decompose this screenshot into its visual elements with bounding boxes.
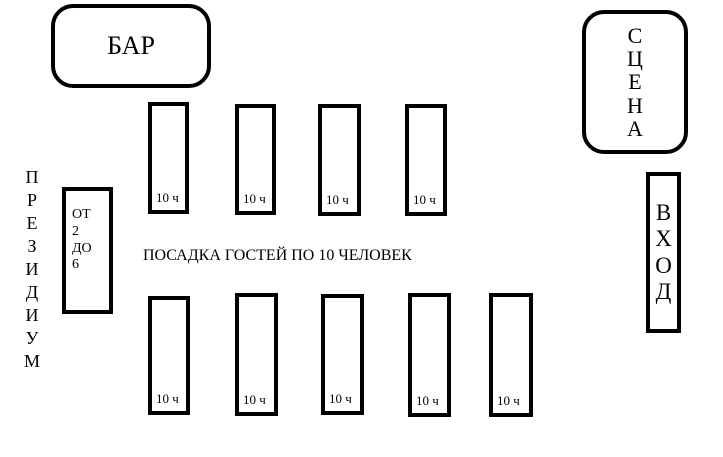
entrance-letter: Д <box>655 278 672 304</box>
stage-letter: Е <box>628 69 642 95</box>
seating-caption: ПОСАДКА ГОСТЕЙ ПО 10 ЧЕЛОВЕК <box>143 247 412 264</box>
presidium-table-line: ДО <box>72 240 92 256</box>
guest-table-bottom-1: 10 ч <box>148 296 190 415</box>
guest-table-top-3: 10 ч <box>318 104 361 216</box>
presidium-table: ОТ 2 ДО 6 <box>62 187 113 314</box>
table-capacity-label: 10 ч <box>326 192 349 207</box>
entrance-letter: О <box>655 252 672 278</box>
stage-area: С Ц Е Н А <box>582 10 688 154</box>
table-capacity-label: 10 ч <box>156 391 179 406</box>
guest-table-top-4: 10 ч <box>405 104 447 216</box>
table-capacity-label: 10 ч <box>329 391 352 406</box>
presidium-table-line: ОТ <box>72 207 91 222</box>
entrance-letter: В <box>655 199 672 225</box>
guest-table-bottom-2: 10 ч <box>235 293 278 416</box>
stage-letter: Н <box>627 92 643 118</box>
bar-area: БАР <box>51 4 211 88</box>
presidium-letter: И <box>25 305 39 325</box>
table-capacity-label: 10 ч <box>243 191 266 206</box>
table-capacity-label: 10 ч <box>156 190 179 205</box>
stage-letter: С <box>627 23 643 49</box>
table-capacity-label: 10 ч <box>497 393 520 408</box>
presidium-letter: Д <box>25 282 39 302</box>
presidium-table-line: 2 <box>72 223 79 239</box>
presidium-letter: У <box>25 328 39 348</box>
table-capacity-label: 10 ч <box>416 393 439 408</box>
presidium-letter: М <box>24 351 41 371</box>
stage-letter: А <box>627 115 643 141</box>
guest-table-bottom-3: 10 ч <box>321 294 364 415</box>
guest-table-top-1: 10 ч <box>148 102 189 214</box>
guest-table-bottom-4: 10 ч <box>408 293 451 417</box>
entrance-area: В Х О Д <box>646 172 681 333</box>
entrance-letter: Х <box>655 226 672 252</box>
presidium-letter: И <box>25 259 39 279</box>
presidium-table-line: 6 <box>72 257 79 273</box>
guest-table-top-2: 10 ч <box>235 104 276 215</box>
presidium-letter: З <box>27 236 37 256</box>
presidium-label: П Р Е З И Д И У М <box>24 166 40 373</box>
guest-table-bottom-5: 10 ч <box>489 293 533 417</box>
table-capacity-label: 10 ч <box>413 192 436 207</box>
presidium-letter: П <box>25 167 39 187</box>
table-capacity-label: 10 ч <box>243 392 266 407</box>
bar-label: БАР <box>107 31 155 60</box>
presidium-letter: Р <box>27 190 38 210</box>
presidium-letter: Е <box>26 213 38 233</box>
stage-letter: Ц <box>627 46 643 72</box>
